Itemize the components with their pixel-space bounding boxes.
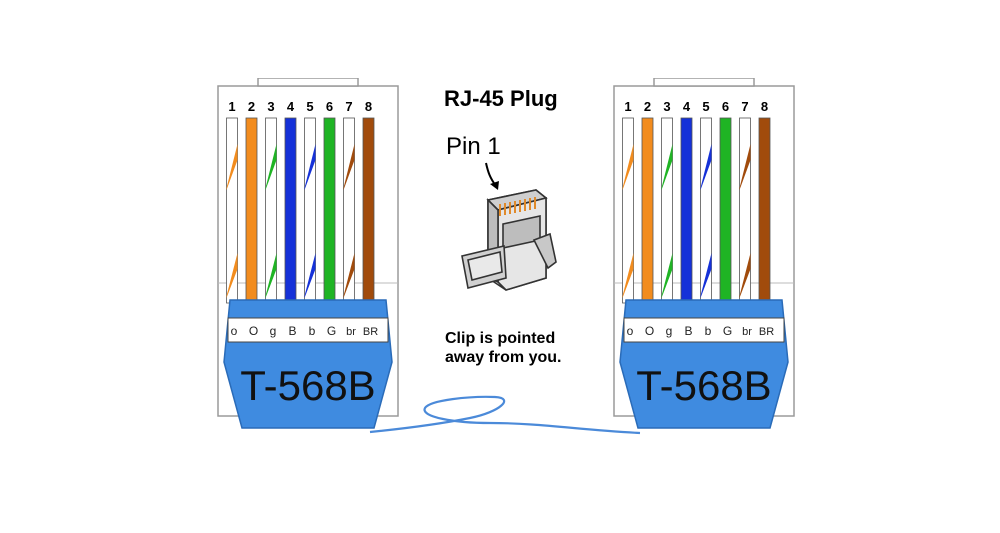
- pin-number-6: 6: [722, 99, 729, 114]
- pin-number-2: 2: [248, 99, 255, 114]
- wire-1: [226, 117, 238, 304]
- wire-8: [758, 117, 771, 304]
- wire-code-4: B: [684, 324, 692, 338]
- rj45-plug-illustration: [461, 162, 557, 291]
- wire-6: [323, 117, 336, 304]
- wire-code-3: g: [666, 324, 673, 338]
- wire-4: [680, 117, 693, 304]
- pin-number-8: 8: [365, 99, 372, 114]
- wire-code-8: BR: [363, 326, 378, 338]
- wire-code-7: br: [346, 326, 356, 338]
- wire-code-5: b: [309, 324, 316, 338]
- wire-3: [265, 117, 277, 304]
- standard-label: T-568B: [636, 362, 771, 409]
- wire-2: [641, 117, 654, 304]
- wire-code-4: B: [288, 324, 296, 338]
- wire-5: [700, 117, 712, 304]
- pin-number-1: 1: [624, 99, 631, 114]
- pin-number-5: 5: [306, 99, 313, 114]
- pin1-label: Pin 1: [446, 133, 501, 160]
- wire-8: [362, 117, 375, 304]
- wire-7: [343, 117, 355, 304]
- wire-code-strip: [227, 317, 389, 343]
- wire-5: [304, 117, 316, 304]
- wire-3: [661, 117, 673, 304]
- wire-1: [622, 117, 634, 304]
- pin-number-7: 7: [741, 99, 748, 114]
- wire-code-8: BR: [759, 326, 774, 338]
- wire-7: [739, 117, 751, 304]
- wire-code-6: G: [723, 324, 732, 338]
- wire-code-1: o: [231, 324, 238, 338]
- pin-number-3: 3: [267, 99, 274, 114]
- pin-number-7: 7: [345, 99, 352, 114]
- wire-code-2: O: [645, 324, 654, 338]
- caption-line-2: away from you.: [445, 349, 562, 366]
- pin-number-6: 6: [326, 99, 333, 114]
- wire-code-6: G: [327, 324, 336, 338]
- wire-code-1: o: [627, 324, 634, 338]
- wire-code-7: br: [742, 326, 752, 338]
- caption-line-1: Clip is pointed: [445, 330, 556, 347]
- diagram-title: RJ-45 Plug: [444, 86, 558, 111]
- standard-label: T-568B: [240, 362, 375, 409]
- plug-body: [461, 189, 557, 291]
- plug-caption: Clip is pointed away from you.: [445, 329, 585, 367]
- pin-number-5: 5: [702, 99, 709, 114]
- pin1-arrow: [485, 162, 499, 190]
- wire-6: [719, 117, 732, 304]
- wire-code-strip: [623, 317, 785, 343]
- wire-4: [284, 117, 297, 304]
- pin-number-4: 4: [683, 99, 691, 114]
- pin-number-1: 1: [228, 99, 235, 114]
- wire-2: [245, 117, 258, 304]
- wire-code-5: b: [705, 324, 712, 338]
- pin-number-3: 3: [663, 99, 670, 114]
- connector-latch: [653, 78, 755, 87]
- pin-number-8: 8: [761, 99, 768, 114]
- wire-code-3: g: [270, 324, 277, 338]
- wire-code-2: O: [249, 324, 258, 338]
- pin-number-2: 2: [644, 99, 651, 114]
- connector-latch: [257, 78, 359, 87]
- pin-number-4: 4: [287, 99, 295, 114]
